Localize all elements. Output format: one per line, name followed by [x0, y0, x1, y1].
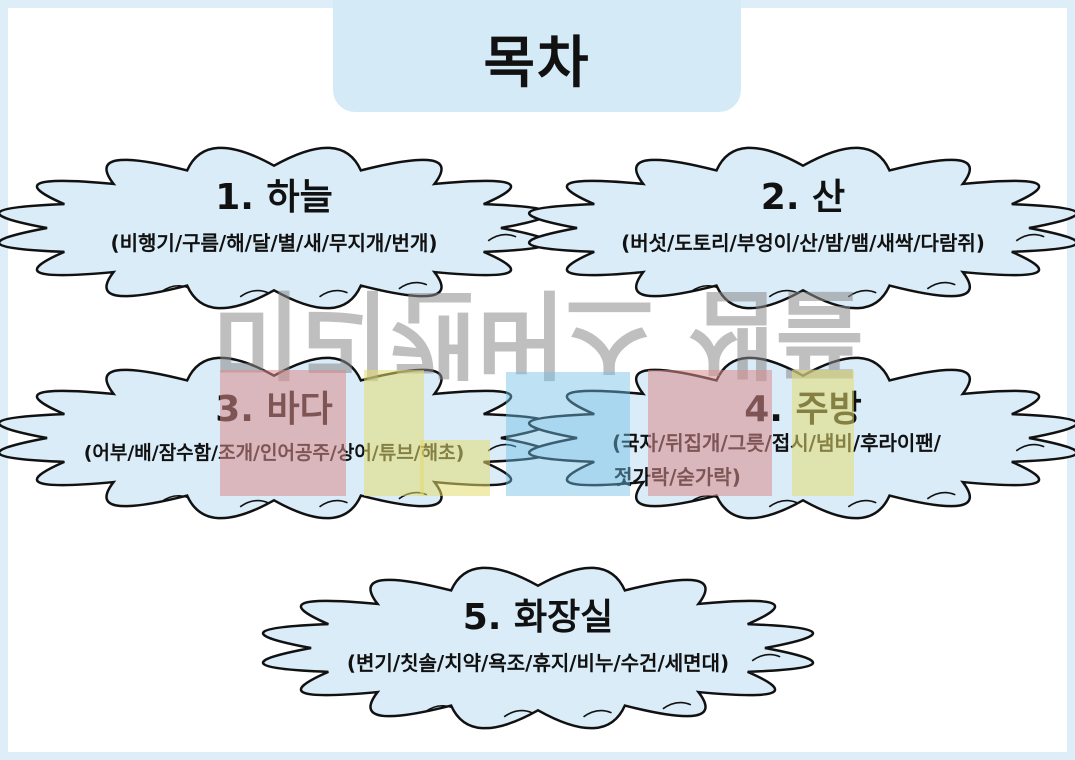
section-title: 4. 주방 [744, 389, 862, 430]
cloud-accent [926, 281, 956, 290]
section-items: (비행기/구름/해/달/별/새/무지개/번개) [110, 231, 438, 255]
section-cloud-sky: 1. 하늘 (비행기/구름/해/달/별/새/무지개/번개) [0, 146, 551, 310]
section-title: 1. 하늘 [215, 177, 333, 218]
cloud-accent [319, 289, 348, 298]
section-cloud-mountain: 2. 산 (버섯/도토리/부엉이/산/밤/뱀/새싹/다람쥐) [527, 146, 1075, 310]
cloud-accent [583, 709, 612, 718]
section-items: (어부/배/잠수함/조개/인어공주/상어/튜브/해초) [83, 442, 465, 464]
cloud-accent [1015, 233, 1045, 242]
cloud-accent [160, 284, 190, 293]
section-title: 2. 산 [760, 177, 846, 218]
cloud-accent [662, 701, 692, 710]
cloud-accent [926, 491, 956, 500]
section-title: 5. 화장실 [462, 597, 614, 638]
cloud-accent [239, 499, 269, 508]
cloud-accent [398, 281, 428, 290]
cloud-accent [689, 494, 719, 503]
cloud-accent [768, 499, 798, 508]
cloud-accent [319, 499, 348, 508]
section-items: (변기/칫솔/치약/욕조/휴지/비누/수건/세면대) [346, 651, 730, 675]
cloud-accent [751, 653, 781, 662]
section-cloud-bathroom: 5. 화장실 (변기/칫솔/치약/욕조/휴지/비누/수건/세면대) [261, 566, 815, 730]
cloud-accent [239, 289, 269, 298]
cloud-shape [261, 566, 815, 730]
cloud-accent [1015, 443, 1045, 452]
cloud-accent [424, 704, 454, 713]
cloud-accent [487, 233, 517, 242]
cloud-accent [160, 494, 190, 503]
cloud-shape [527, 146, 1075, 310]
cloud-outline [527, 146, 1075, 310]
cloud-shape [0, 146, 551, 310]
cloud-accent [487, 443, 517, 452]
cloud-accent [503, 709, 533, 718]
title-tab [333, 0, 741, 112]
cloud-accent [847, 289, 877, 298]
section-cloud-kitchen: 4. 주방 (국자/뒤집개/그릇/접시/냄비/후라이팬/ 젓가락/숟가락) [527, 356, 1075, 520]
cloud-accent [689, 284, 719, 293]
cloud-outline [0, 146, 551, 310]
cloud-accent [768, 289, 798, 298]
page-title: 목차 [483, 31, 591, 96]
section-cloud-sea: 3. 바다 (어부/배/잠수함/조개/인어공주/상어/튜브/해초) [0, 356, 551, 520]
cloud-accent [847, 499, 877, 508]
section-title: 3. 바다 [215, 389, 333, 430]
cloud-outline [261, 566, 815, 730]
section-items-line1: (국자/뒤집개/그릇/접시/냄비/후라이팬/ [612, 431, 941, 455]
section-items-line2: 젓가락/숟가락) [614, 465, 741, 489]
section-items: (버섯/도토리/부엉이/산/밤/뱀/새싹/다람쥐) [621, 231, 985, 255]
